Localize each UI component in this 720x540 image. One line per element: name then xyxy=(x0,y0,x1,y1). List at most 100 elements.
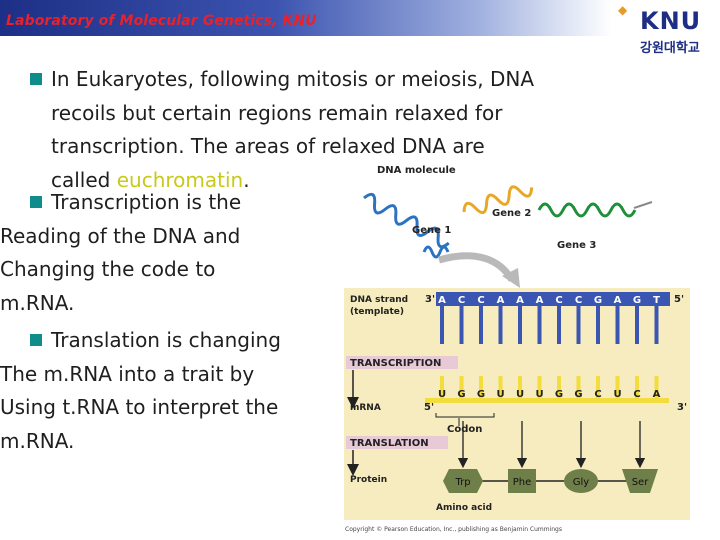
translation-label: TRANSLATION xyxy=(350,438,429,449)
dna-base-label: G xyxy=(594,295,602,306)
bullet-1: In Eukaryotes, following mitosis or meio… xyxy=(30,63,534,197)
dna-base-tooth xyxy=(459,306,464,344)
dna-3prime: 3' xyxy=(425,294,435,305)
dna-base-tooth xyxy=(498,306,503,344)
bullet-2-line-2: Reading of the DNA and xyxy=(0,223,241,248)
dna-base-tooth xyxy=(635,306,639,344)
transcription-label: TRANSCRIPTION xyxy=(350,358,441,369)
amino-acid-shape xyxy=(564,469,598,493)
dna-molecule-label: DNA molecule xyxy=(377,165,456,176)
amino-acid-name: Gly xyxy=(573,477,590,488)
transcription-box xyxy=(346,356,458,369)
dna-base-label: A xyxy=(516,295,524,306)
mrna-base-label: G xyxy=(477,389,485,400)
mrna-3prime: 3' xyxy=(677,402,687,413)
mrna-base-label: G xyxy=(574,389,582,400)
mrna-base-tooth xyxy=(479,376,483,398)
bullet-1-line-4: called euchromatin. xyxy=(51,167,250,192)
dna-base-label: G xyxy=(633,295,641,306)
dna-base-tooth xyxy=(654,306,659,344)
gene-3-label: Gene 3 xyxy=(557,240,596,251)
mrna-base-tooth xyxy=(654,376,659,398)
mrna-base-tooth xyxy=(596,376,600,398)
mrna-base-tooth xyxy=(440,376,444,398)
amino-acid-name: Trp xyxy=(454,477,470,488)
mrna-base-label: U xyxy=(496,389,504,400)
dna-strand-sublabel: (template) xyxy=(350,307,404,317)
dna-base-tooth xyxy=(518,306,522,344)
bullet-3-line-1: Translation is changing xyxy=(51,328,281,352)
dna-base-label: T xyxy=(653,295,660,306)
logo-knu-text: KNU xyxy=(640,7,702,35)
mrna-base-tooth xyxy=(498,376,503,398)
amino-acid-label: Amino acid xyxy=(436,503,492,513)
gene-expression-figure: DNA molecule Gene 2 Gene 1 Gene 3 DNA st… xyxy=(344,165,690,533)
dna-base-label: C xyxy=(477,295,484,306)
codon-label: Codon xyxy=(447,424,482,435)
gene-3-strand xyxy=(537,202,637,218)
dna-base-label: A xyxy=(536,295,544,306)
dna-base-label: A xyxy=(497,295,505,306)
bullet-1-line-2: recoils but certain regions remain relax… xyxy=(51,100,503,125)
mrna-base-label: U xyxy=(438,389,446,400)
mrna-base-label: U xyxy=(516,389,524,400)
dna-end xyxy=(633,201,653,209)
dna-base-label: C xyxy=(575,295,582,306)
mrna-base-tooth xyxy=(615,376,620,398)
mrna-base-tooth xyxy=(459,376,464,398)
mrna-5prime: 5' xyxy=(424,402,434,413)
amino-acid-shape xyxy=(443,469,483,493)
mrna-base-tooth xyxy=(537,376,542,398)
amino-acid-name: Phe xyxy=(513,477,532,488)
gene-2-label: Gene 2 xyxy=(492,208,531,219)
bullet-2: Transcription is the Reading of the DNA … xyxy=(0,186,242,320)
dna-5prime: 5' xyxy=(674,294,684,305)
mrna-base-label: U xyxy=(613,389,621,400)
knu-logo: ◆ KNU 강원대학교 xyxy=(618,3,718,59)
bullet-1-line-1: In Eukaryotes, following mitosis or meio… xyxy=(51,67,534,91)
translation-box xyxy=(346,436,448,449)
copyright-notice: Copyright © Pearson Education, Inc., pub… xyxy=(345,526,562,533)
dna-base-label: A xyxy=(614,295,622,306)
bullet-2-line-1: Transcription is the xyxy=(51,190,242,214)
dna-base-label: C xyxy=(555,295,562,306)
mrna-base-label: C xyxy=(633,389,640,400)
dna-strand-label: DNA strand xyxy=(350,295,408,305)
amino-acids: Trp Phe Gly Ser xyxy=(443,421,658,493)
header-title: Laboratory of Molecular Genetics, KNU xyxy=(6,13,317,29)
dna-base-tooth xyxy=(557,306,561,344)
mrna-base-tooth xyxy=(576,376,581,398)
dna-molecule-label-text: DNA molecule xyxy=(377,165,456,176)
dna-backbone xyxy=(436,292,670,306)
dna-base-tooth xyxy=(479,306,483,344)
dna-base-label: A xyxy=(438,295,446,306)
dna-base-tooth xyxy=(615,306,620,344)
amino-acid-shape xyxy=(508,469,536,493)
header-bar xyxy=(0,0,612,36)
mrna-label: mRNA xyxy=(350,403,381,413)
amino-acid-shape xyxy=(622,469,658,493)
mrna-backbone xyxy=(425,398,669,403)
zoom-arrow-head xyxy=(502,268,520,288)
mrna-base-tooth xyxy=(635,376,639,398)
bullet-3: Translation is changing The m.RNA into a… xyxy=(0,324,281,458)
dna-base-tooth xyxy=(537,306,542,344)
mrna-base-label: G xyxy=(555,389,563,400)
mrna-base-tooth xyxy=(518,376,522,398)
bullet-square-icon xyxy=(30,196,42,208)
bullet-square-icon xyxy=(30,334,42,346)
dna-base-tooth xyxy=(576,306,581,344)
bullet-2-line-3: Changing the code to xyxy=(0,257,216,281)
mrna-base-label: C xyxy=(594,389,601,400)
mrna-base-label: A xyxy=(653,389,661,400)
logo-korean-text: 강원대학교 xyxy=(640,41,700,56)
bullet-1-line-3: transcription. The areas of relaxed DNA … xyxy=(51,134,485,158)
bullet-3-line-2: The m.RNA into a trait by xyxy=(0,361,255,386)
dna-base-tooth xyxy=(440,306,444,344)
amino-acid-name: Ser xyxy=(632,477,650,488)
protein-label: Protein xyxy=(350,475,387,485)
gene-1-strand-tail xyxy=(422,245,450,259)
bullet-2-line-4: m.RNA. xyxy=(0,290,75,315)
